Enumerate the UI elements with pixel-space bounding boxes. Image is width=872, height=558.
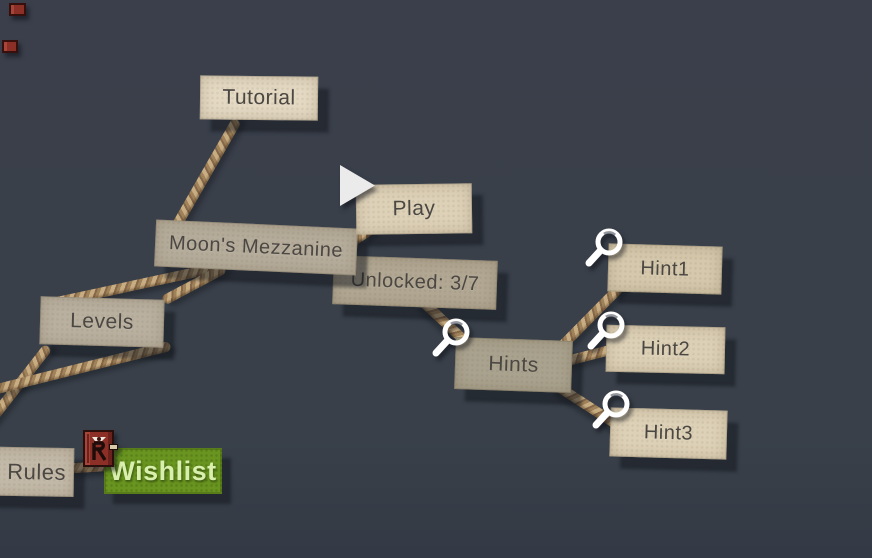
rope-tutorial-mezzanine xyxy=(169,117,242,233)
node-tutorial-label: Tutorial xyxy=(222,85,296,110)
node-play-label: Play xyxy=(392,196,436,221)
magnifier-icon-hints[interactable] xyxy=(428,316,474,362)
wishlist-label: Wishlist xyxy=(109,455,217,486)
node-hint2-label: Hint2 xyxy=(640,337,691,361)
edge-rulebook-icon-top xyxy=(9,3,26,16)
node-levels-label: Levels xyxy=(69,309,135,334)
node-moons-mezzanine[interactable]: Moon's Mezzanine xyxy=(154,219,358,276)
node-moons-mezzanine-label: Moon's Mezzanine xyxy=(168,232,344,262)
magnifier-icon-hint3[interactable] xyxy=(588,388,634,434)
node-rules[interactable]: Rules xyxy=(0,445,75,498)
magnifier-icon-hint1[interactable] xyxy=(581,226,627,272)
node-hints-label: Hints xyxy=(487,352,540,377)
unlocked-counter-label: Unlocked: 3/7 xyxy=(350,268,480,296)
node-unlocked-counter: Unlocked: 3/7 xyxy=(332,255,498,310)
play-triangle-icon[interactable] xyxy=(339,164,376,207)
rulebook-icon[interactable] xyxy=(82,429,118,468)
magnifier-icon-hint2[interactable] xyxy=(583,309,629,355)
edge-rulebook-icon-left xyxy=(2,40,18,53)
node-levels[interactable]: Levels xyxy=(39,296,165,348)
node-tutorial[interactable]: Tutorial xyxy=(199,75,319,121)
node-hint3-label: Hint3 xyxy=(643,421,694,445)
wishlist-button[interactable]: Wishlist xyxy=(104,448,222,494)
node-rules-label: Rules xyxy=(7,458,67,485)
node-hint1-label: Hint1 xyxy=(640,256,690,281)
